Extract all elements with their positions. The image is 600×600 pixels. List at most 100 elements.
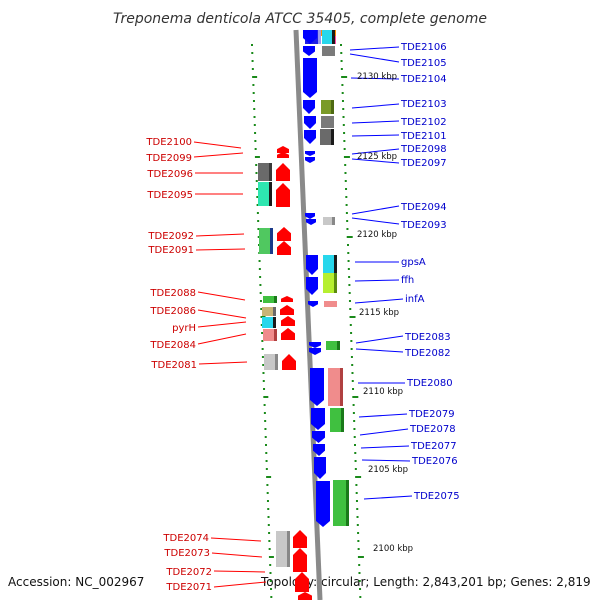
gene-label[interactable]: TDE2075 — [413, 491, 460, 502]
leader-line — [361, 459, 411, 462]
gene-label[interactable]: TDE2073 — [163, 548, 210, 559]
gene-arrow — [305, 157, 315, 163]
leader-line — [351, 103, 400, 109]
gene-box — [323, 273, 337, 293]
gene-label[interactable]: TDE2086 — [149, 306, 196, 317]
tick-dot — [266, 500, 269, 502]
tick-dot — [345, 204, 348, 206]
leader-line — [358, 413, 408, 418]
gene-arrow — [281, 328, 295, 340]
leader-line — [197, 291, 246, 301]
gene-label[interactable]: TDE2091 — [147, 245, 194, 256]
gene-arrow — [303, 58, 317, 98]
gene-label[interactable]: TDE2076 — [411, 456, 458, 467]
tick-dot — [348, 276, 351, 278]
gene-label[interactable]: TDE2106 — [400, 42, 447, 53]
gene-label[interactable]: TDE2072 — [165, 567, 212, 578]
tick-dot — [259, 284, 262, 286]
gene-arrow — [304, 130, 316, 144]
tick-dot — [353, 436, 356, 438]
gene-label[interactable]: TDE2084 — [149, 340, 196, 351]
gene-box-edge — [270, 228, 273, 254]
gene-label[interactable]: TDE2081 — [150, 360, 197, 371]
gene-arrow — [309, 342, 321, 348]
tick-dot — [255, 180, 258, 182]
tick-dot — [260, 324, 263, 326]
gene-label[interactable]: TDE2093 — [400, 220, 447, 231]
gene-label[interactable]: TDE2096 — [146, 169, 193, 180]
tick-dot — [256, 212, 259, 214]
tick-dot — [345, 188, 348, 190]
leader-line — [360, 445, 410, 449]
gene-label[interactable]: TDE2099 — [145, 153, 192, 164]
tick-dot — [252, 76, 258, 78]
gene-arrow — [293, 548, 307, 572]
gene-arrow — [277, 152, 289, 158]
tick-dot — [357, 540, 360, 542]
gene-label[interactable]: TDE2094 — [400, 202, 447, 213]
gene-box-edge — [269, 163, 272, 181]
gene-label[interactable]: TDE2080 — [406, 378, 453, 389]
gene-label[interactable]: TDE2078 — [409, 424, 456, 435]
leader-line — [351, 120, 400, 124]
leader-line — [193, 141, 242, 149]
gene-label[interactable]: TDE2079 — [408, 409, 455, 420]
gene-label[interactable]: TDE2095 — [146, 190, 193, 201]
tick-dot — [349, 316, 356, 318]
gene-arrow — [303, 100, 315, 114]
gene-label[interactable]: TDE2103 — [400, 99, 447, 110]
gene-label[interactable]: TDE2092 — [147, 231, 194, 242]
tick-dot — [263, 388, 266, 390]
leader-line — [195, 233, 245, 237]
tick-dot — [344, 180, 347, 182]
leader-line — [213, 581, 267, 588]
tick-dot — [356, 516, 359, 518]
tick-dot — [252, 100, 255, 102]
gene-box — [333, 480, 349, 526]
tick-dot — [348, 284, 351, 286]
tick-dot — [263, 396, 269, 398]
gene-label[interactable]: TDE2101 — [400, 131, 447, 142]
tick-dot — [254, 156, 260, 158]
tick-dot — [256, 188, 259, 190]
gene-label[interactable]: pyrH — [172, 323, 196, 334]
gene-label[interactable]: TDE2088 — [149, 288, 196, 299]
tick-dot — [265, 452, 268, 454]
gene-label[interactable]: TDE2077 — [410, 441, 457, 452]
gene-label[interactable]: ffh — [401, 275, 414, 286]
gene-box-edge — [274, 296, 277, 303]
kbp-label: 2115 kbp — [359, 308, 399, 318]
tick-dot — [350, 340, 353, 342]
tick-dot — [251, 44, 253, 46]
tick-dot — [260, 308, 263, 310]
tick-dot — [354, 452, 357, 454]
tick-dot — [269, 572, 272, 574]
gene-label[interactable]: TDE2102 — [400, 117, 447, 128]
tick-dot — [348, 292, 351, 294]
gene-label[interactable]: TDE2104 — [400, 74, 447, 85]
tick-dot — [251, 52, 254, 54]
gene-box-edge — [269, 182, 272, 206]
tick-dot — [359, 588, 362, 590]
gene-label[interactable]: TDE2097 — [400, 158, 447, 169]
gene-label[interactable]: TDE2071 — [165, 582, 212, 593]
gene-label[interactable]: infA — [405, 294, 425, 305]
leader-line — [355, 335, 404, 344]
tick-dot — [347, 252, 350, 254]
gene-arrow — [306, 277, 318, 295]
tick-dot — [342, 116, 345, 118]
gene-label[interactable]: gpsA — [401, 257, 426, 268]
tick-dot — [340, 60, 343, 62]
tick-dot — [357, 548, 360, 550]
kbp-label: 2130 kbp — [357, 72, 397, 82]
gene-label[interactable]: TDE2082 — [404, 348, 451, 359]
gene-label[interactable]: TDE2105 — [400, 58, 447, 69]
gene-label[interactable]: TDE2098 — [400, 144, 447, 155]
gene-label[interactable]: TDE2074 — [162, 533, 209, 544]
tick-dot — [269, 580, 272, 582]
gene-label[interactable]: TDE2100 — [145, 137, 192, 148]
kbp-scale: 2130 kbp 2125 kbp 2120 kbp 2115 kbp 2110… — [357, 72, 413, 554]
kbp-label: 2120 kbp — [357, 230, 397, 240]
tick-dot — [251, 60, 254, 62]
gene-label[interactable]: TDE2083 — [404, 332, 451, 343]
